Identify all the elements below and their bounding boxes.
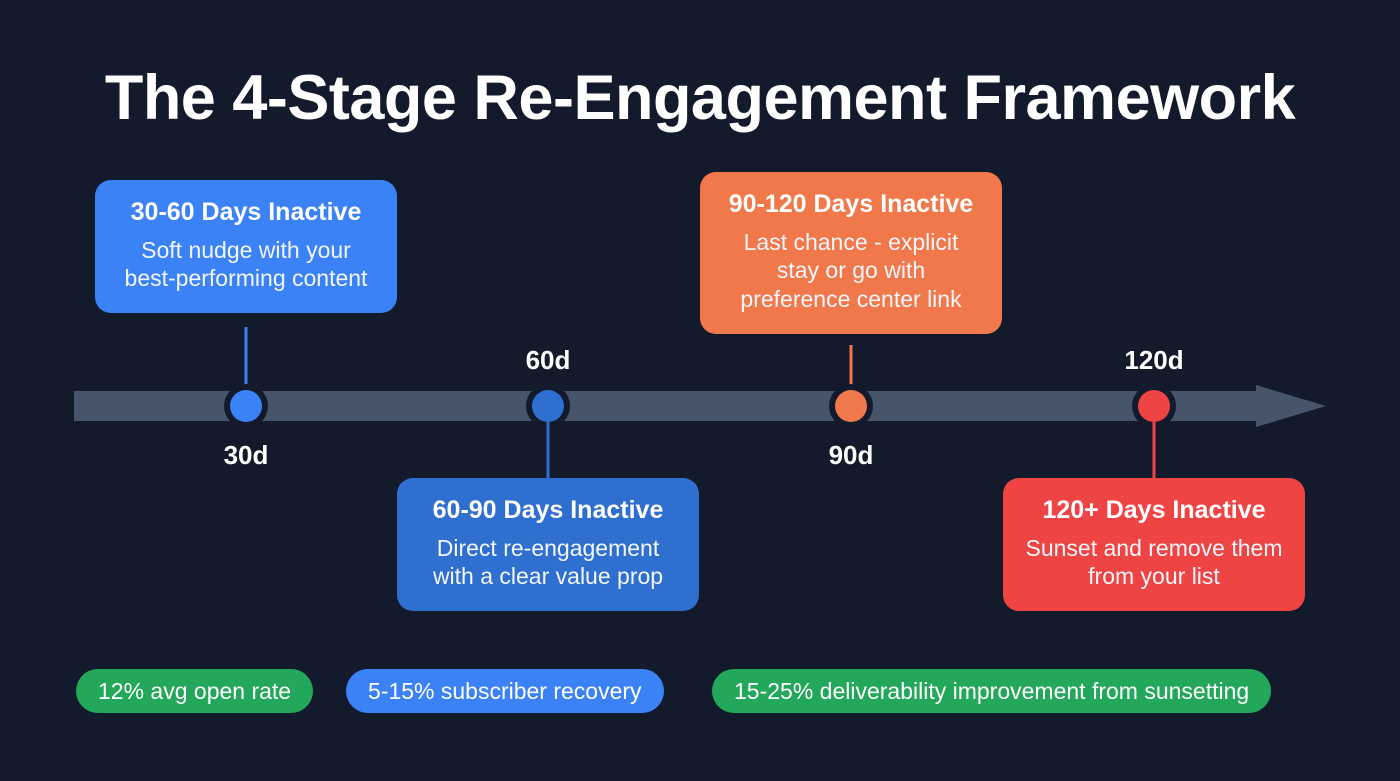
stage-connector-stage-1 bbox=[244, 327, 248, 393]
timeline-axis bbox=[74, 385, 1326, 427]
timeline-arrow-icon bbox=[74, 385, 1326, 427]
stage-card-title: 30-60 Days Inactive bbox=[130, 198, 362, 226]
tick-label-30d: 30d bbox=[223, 440, 269, 470]
stat-pill-deliverability[interactable]: 15-25% deliverability improvement from s… bbox=[712, 669, 1272, 713]
stage-connector-stage-2 bbox=[546, 420, 550, 480]
stage-card-description: Sunset and remove them from your list bbox=[1025, 534, 1283, 590]
page-title: The 4-Stage Re-Engagement Framework bbox=[104, 63, 1296, 133]
stage-dot-stage-2[interactable] bbox=[532, 390, 564, 422]
stage-connector-stage-4 bbox=[1152, 420, 1156, 480]
stage-card-title: 120+ Days Inactive bbox=[1042, 496, 1266, 524]
stage-card-description: Direct re-engagement with a clear value … bbox=[432, 534, 664, 590]
stage-card-description: Soft nudge with your best-performing con… bbox=[124, 236, 368, 292]
stat-pill-subscriber-recovery[interactable]: 5-15% subscriber recovery bbox=[346, 669, 664, 713]
stage-card-description: Last chance - explicit stay or go with p… bbox=[740, 228, 962, 313]
stage-card-title: 90-120 Days Inactive bbox=[728, 190, 974, 218]
tick-label-60d: 60d bbox=[525, 345, 571, 375]
tick-label-90d: 90d bbox=[828, 440, 874, 470]
stage-dot-stage-3[interactable] bbox=[835, 390, 867, 422]
stage-dot-stage-1[interactable] bbox=[230, 390, 262, 422]
stage-card-stage-2[interactable]: 60-90 Days Inactive Direct re-engagement… bbox=[397, 478, 699, 612]
stage-dot-stage-4[interactable] bbox=[1138, 390, 1170, 422]
stage-card-stage-1[interactable]: 30-60 Days Inactive Soft nudge with your… bbox=[95, 180, 397, 314]
stage-card-stage-3[interactable]: 90-120 Days Inactive Last chance - expli… bbox=[700, 172, 1002, 335]
stat-pill-open-rate[interactable]: 12% avg open rate bbox=[76, 669, 314, 713]
tick-label-120d: 120d bbox=[1124, 345, 1184, 375]
stage-connector-stage-3 bbox=[849, 345, 853, 393]
stage-card-stage-4[interactable]: 120+ Days Inactive Sunset and remove the… bbox=[1003, 478, 1305, 612]
stage-card-title: 60-90 Days Inactive bbox=[432, 496, 664, 524]
